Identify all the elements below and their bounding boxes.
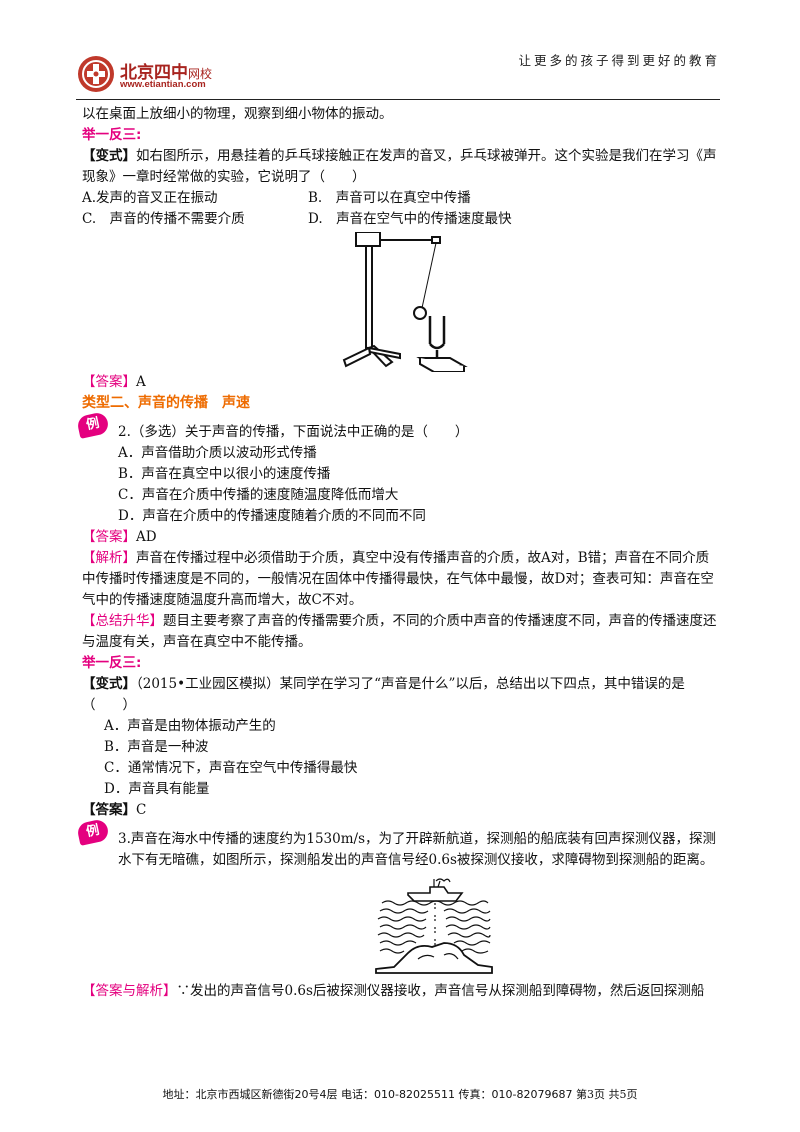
logo-emblem-icon bbox=[78, 56, 114, 92]
variant-question-1: 【变式】如右图所示，用悬挂着的乒乓球接触正在发声的音叉，乒乓球被弹开。这个实验是… bbox=[82, 146, 722, 188]
answer-tag: 【答案】 bbox=[82, 802, 136, 818]
options-row: C. 声音的传播不需要介质 D. 声音在空气中的传播速度最快 bbox=[82, 209, 722, 230]
question-stem: 3.声音在海水中传播的速度约为1530m/s，为了开辟新航道，探测船的船底装有回… bbox=[118, 831, 717, 868]
text-line: 以在桌面上放细小的物理，观察到细小物体的振动。 bbox=[82, 106, 393, 122]
variant-question-2: 【变式】（2015•工业园区模拟）某同学在学习了“声音是什么”以后，总结出以下四… bbox=[82, 674, 722, 716]
variant-text: 如右图所示，用悬挂着的乒乓球接触正在发声的音叉，乒乓球被弹开。这个实验是我们在学… bbox=[82, 148, 717, 185]
example-3: 例 3.声音在海水中传播的速度约为1530m/s，为了开辟新航道，探测船的船底装… bbox=[76, 818, 722, 871]
option-b: B．声音是一种波 bbox=[104, 739, 209, 755]
answer-value: AD bbox=[136, 529, 157, 545]
answer-value: C bbox=[136, 802, 147, 818]
tuning-fork-pendulum-diagram bbox=[342, 231, 468, 373]
practice-heading: 举一反三: bbox=[82, 127, 142, 143]
option-c: C．声音在介质中传播的速度随温度降低而增大 bbox=[118, 487, 399, 503]
analysis-tag: 【解析】 bbox=[82, 550, 136, 566]
option-a: A．声音借助介质以波动形式传播 bbox=[118, 445, 317, 461]
option-b: B. 声音可以在真空中传播 bbox=[308, 190, 471, 206]
document-body: 以在桌面上放细小的物理，观察到细小物体的振动。 举一反三: 【变式】如右图所示，… bbox=[76, 104, 722, 1002]
practice-heading: 举一反三: bbox=[82, 655, 142, 671]
sonar-ship-diagram bbox=[375, 878, 493, 974]
question-stem: 2.（多选）关于声音的传播，下面说法中正确的是（ ） bbox=[118, 424, 469, 440]
summary-text: 题目主要考察了声音的传播需要介质，不同的介质中声音的传播速度不同，声音的传播速度… bbox=[82, 613, 717, 650]
header-divider bbox=[76, 99, 720, 100]
summary-tag: 【总结升华】 bbox=[82, 613, 163, 629]
page-header: 北京四中网校 www.etiantian.com 让更多的孩子得到更好的教育 bbox=[76, 42, 720, 100]
option-d: D．声音具有能量 bbox=[104, 781, 210, 797]
section-heading-type2: 类型二、声音的传播 声速 bbox=[82, 395, 250, 411]
logo-url: www.etiantian.com bbox=[120, 79, 206, 90]
slogan: 让更多的孩子得到更好的教育 bbox=[518, 53, 720, 68]
summary-paragraph: 【总结升华】题目主要考察了声音的传播需要介质，不同的介质中声音的传播速度不同，声… bbox=[82, 611, 722, 653]
option-c: C．通常情况下，声音在空气中传播得最快 bbox=[104, 760, 358, 776]
variant-text: （2015•工业园区模拟）某同学在学习了“声音是什么”以后，总结出以下四点，其中… bbox=[82, 676, 685, 713]
analysis-paragraph: 【解析】声音在传播过程中必须借助于介质，真空中没有传播声音的介质，故A对，B错；… bbox=[82, 548, 722, 611]
variant-tag: 【变式】 bbox=[82, 676, 136, 692]
options-row: A.发声的音叉正在振动 B. 声音可以在真空中传播 bbox=[82, 188, 722, 209]
tuning-fork-figure bbox=[340, 231, 470, 373]
answer-value: A bbox=[136, 374, 146, 390]
page-footer: 地址：北京市西城区新德街20号4层 电话：010-82025511 传真：010… bbox=[0, 1086, 800, 1102]
school-logo[interactable]: 北京四中网校 www.etiantian.com bbox=[76, 54, 266, 96]
sonar-ship-figure bbox=[374, 877, 494, 975]
logo-name: 北京四中网校 bbox=[120, 63, 213, 83]
analysis-text: 声音在传播过程中必须借助于介质，真空中没有传播声音的介质，故A对，B错；声音在不… bbox=[82, 550, 714, 608]
option-d: D. 声音在空气中的传播速度最快 bbox=[308, 211, 512, 227]
footer-address: 地址：北京市西城区新德街20号4层 电话：010-82025511 传真：010… bbox=[162, 1088, 573, 1101]
answer-tag: 【答案】 bbox=[82, 374, 136, 390]
answer-analysis-paragraph: 【答案与解析】∵发出的声音信号0.6s后被探测仪器接收，声音信号从探测船到障碍物… bbox=[82, 981, 722, 1002]
answer-line: 【答案】C bbox=[82, 800, 722, 821]
answer-tag: 【答案】 bbox=[82, 529, 136, 545]
option-a: A.发声的音叉正在振动 bbox=[82, 190, 218, 206]
variant-tag: 【变式】 bbox=[82, 148, 136, 164]
answer-analysis-tag: 【答案与解析】 bbox=[82, 983, 177, 999]
answer-line: 【答案】A bbox=[82, 372, 722, 393]
option-a: A．声音是由物体振动产生的 bbox=[104, 718, 276, 734]
page-number: 第3页 共5页 bbox=[575, 1088, 638, 1101]
answer-line: 【答案】AD bbox=[82, 527, 722, 548]
answer-analysis-text: ∵发出的声音信号0.6s后被探测仪器接收，声音信号从探测船到障碍物，然后返回探测… bbox=[176, 983, 705, 999]
option-d: D．声音在介质中的传播速度随着介质的不同而不同 bbox=[118, 508, 426, 524]
example-2: 例 2.（多选）关于声音的传播，下面说法中正确的是（ ） A．声音借助介质以波动… bbox=[76, 411, 722, 527]
option-c: C. 声音的传播不需要介质 bbox=[82, 211, 245, 227]
option-b: B．声音在真空中以很小的速度传播 bbox=[118, 466, 331, 482]
